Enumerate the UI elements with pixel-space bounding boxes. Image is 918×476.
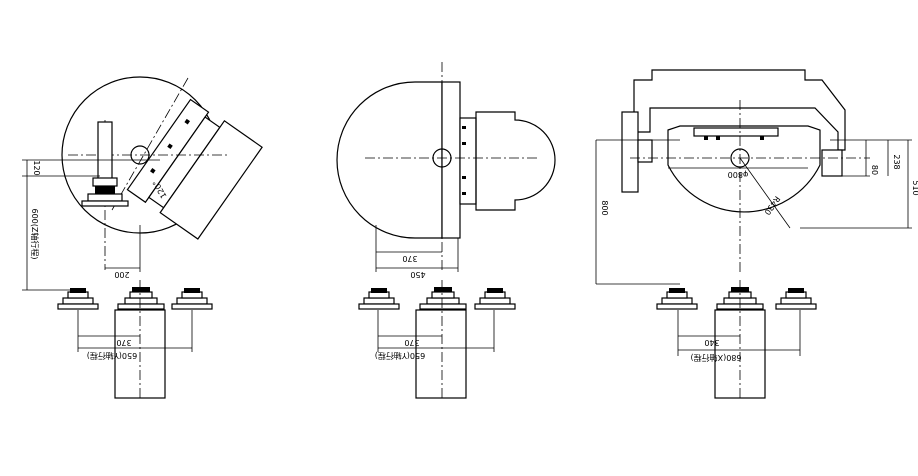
center-hole <box>432 148 452 168</box>
dim-370: 370 <box>402 254 417 263</box>
pivot-hole <box>130 145 150 165</box>
dim-450: 450 <box>410 270 425 279</box>
left-clamp <box>621 111 639 193</box>
dim-238: 238 <box>892 154 901 169</box>
column-base <box>415 309 467 399</box>
table-disc <box>667 125 821 213</box>
frame-arm <box>633 69 846 151</box>
tool-station-right <box>171 288 213 310</box>
dim-phi800: φ800 <box>728 170 749 179</box>
dim-370: 370 <box>116 338 131 347</box>
motor-housing <box>475 111 556 211</box>
tool-station-right <box>474 288 516 310</box>
dim-600-z-stroke: 600(Z轴行程) <box>30 209 40 260</box>
dim-680-x-stroke: 680(X轴行程) <box>691 353 742 363</box>
top-view: φ800 R430 800 80 238 510 <box>595 69 918 400</box>
dim-650-y-stroke: 650(Y轴行程) <box>375 351 425 361</box>
dim-120: 120 <box>32 160 41 175</box>
rotary-disc <box>336 81 443 239</box>
right-clamp <box>821 149 843 177</box>
center-hole <box>730 148 750 168</box>
dim-r430: R430 <box>762 194 781 216</box>
tool-station-left <box>358 288 400 310</box>
tool-station-left <box>656 288 698 310</box>
tool-station-center <box>419 287 467 310</box>
dim-80: 80 <box>870 165 879 175</box>
tool-station-right <box>775 288 817 310</box>
tool-station-left <box>57 288 99 310</box>
tool-station-center <box>117 287 165 310</box>
dim-510: 510 <box>911 180 918 195</box>
tilted-table <box>126 98 263 240</box>
dim-370-lower: 370 <box>404 338 419 347</box>
front-view: 370 450 370 650(Y轴行程) <box>336 62 556 400</box>
spindle-shaft <box>97 121 113 181</box>
dim-800: 800 <box>600 200 609 215</box>
side-view: 120 600(Z轴行程) 200 120° <box>22 76 263 400</box>
dim-650-y-stroke: 650(Y轴行程) <box>87 351 137 361</box>
dim-200: 200 <box>114 270 129 279</box>
dim-340: 340 <box>704 338 719 347</box>
